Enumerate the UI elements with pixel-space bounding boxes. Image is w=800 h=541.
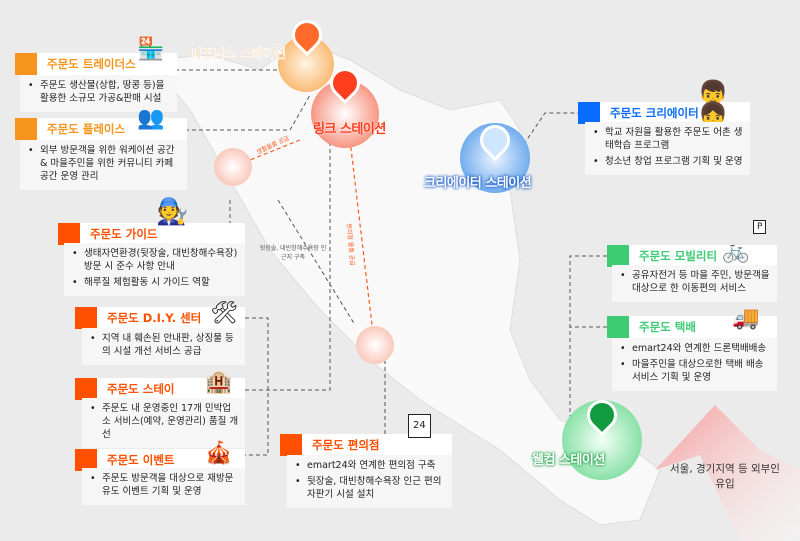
card-title: 주문도 D.I.Y. 센터 bbox=[97, 307, 245, 329]
list-item: 생태자연환경(뒷장술, 대빈창해수욕장) 방문 시 준수 사항 안내 bbox=[72, 247, 239, 273]
list-item: 주문도 생산물(상합, 땅콩 등)을 활용한 소규모 가공&판매 시설 bbox=[28, 79, 171, 105]
color-square bbox=[578, 102, 600, 124]
link-to-place-path bbox=[249, 139, 301, 161]
color-square bbox=[15, 53, 37, 75]
connector-route bbox=[277, 199, 356, 326]
list-item: 지역 내 훼손된 안내판, 상징물 등의 시설 개선 서비스 공급 bbox=[90, 332, 239, 358]
creator-station-label: 크리에이터 스테이션 bbox=[424, 176, 532, 191]
list-item: 청소년 창업 프로그램 기획 및 운영 bbox=[593, 155, 744, 168]
connector-creator bbox=[519, 112, 590, 151]
cafe-people-wifi-icon: 👥 bbox=[137, 106, 165, 131]
color-square bbox=[607, 245, 629, 267]
children-icon: 👦👧 bbox=[698, 79, 728, 129]
color-square bbox=[58, 223, 80, 245]
connector-place bbox=[185, 94, 311, 131]
hotel-icon: 🏨 bbox=[205, 370, 233, 395]
inflow-arrow bbox=[655, 405, 800, 541]
delivery-truck-icon: 🚚 bbox=[732, 306, 760, 331]
card-title: 주문도 편의점 bbox=[302, 434, 452, 456]
card-title: 주문도 이벤트 bbox=[97, 449, 245, 471]
list-item: 주문도 내 운영중인 17개 민박업소 서비스(예약, 운영관리) 품질 개선 bbox=[90, 402, 239, 441]
color-square bbox=[75, 378, 97, 400]
card-title: 주문도 가이드 bbox=[80, 223, 245, 245]
connector-mobility bbox=[569, 255, 607, 420]
list-item: 마을주민을 대상으로한 택배 배송 서비스 기획 및 운영 bbox=[620, 358, 771, 384]
vending-point-place[interactable] bbox=[214, 148, 252, 186]
card-title: 주문도 모빌리티 bbox=[629, 245, 777, 267]
card-title: 주문도 스테이 bbox=[97, 378, 245, 400]
list-item: 공유자전거 등 마을 주민, 방문객을 대상으로 한 이동편의 서비스 bbox=[620, 269, 771, 295]
market-stall-icon: 🏪 bbox=[137, 37, 165, 62]
list-item: 해루질 체험활동 시 가이드 역할 bbox=[72, 276, 239, 289]
color-square bbox=[280, 434, 302, 456]
card-title: 주문도 트레이더스 bbox=[37, 53, 177, 75]
guide-person-flag-icon: 🧑‍🔧 bbox=[156, 197, 189, 227]
link-to-store-path bbox=[349, 139, 373, 326]
card-body: 학교 자원을 활용한 주문도 어촌 생태학습 프로그램청소년 창업 프로그램 기… bbox=[585, 122, 750, 175]
list-item: 뒷장술, 대빈창해수욕장 인근 편의 자판기 시설 설치 bbox=[295, 475, 446, 501]
parking-sign-icon: P bbox=[753, 220, 767, 234]
store-route-label: 뒷장술, 대빈창해수욕장 인근지 구축 bbox=[259, 245, 327, 261]
list-item: 외부 방문객을 위한 워케이션 공간 & 마을주민을 위한 커뮤니티 카페 공간… bbox=[28, 144, 181, 183]
connector-diy bbox=[245, 317, 269, 456]
card-title: 주문도 크리에이터 bbox=[600, 102, 750, 124]
island-land bbox=[149, 39, 661, 526]
list-item: emart24와 연계한 편의점 구축 bbox=[295, 459, 446, 472]
card-body: 지역 내 훼손된 안내판, 상징물 등의 시설 개선 서비스 공급 bbox=[82, 328, 245, 365]
list-item: emart24와 연계한 드론택배배송 bbox=[620, 342, 771, 355]
color-square bbox=[15, 118, 37, 140]
color-square bbox=[75, 449, 97, 471]
list-item: 학교 자원을 활용한 주문도 어촌 생태학습 프로그램 bbox=[593, 126, 744, 152]
card-body: 주문도 방문객을 대상으로 재방문 유도 이벤트 기획 및 운영 bbox=[82, 468, 245, 505]
card-title: 주문도 택배 bbox=[629, 316, 777, 338]
wrench-hammer-icon: 🛠 bbox=[210, 301, 238, 326]
vending-point-store[interactable] bbox=[356, 326, 394, 364]
connector-stay bbox=[245, 140, 331, 391]
business-station-label: 비즈니스 스테이션 bbox=[190, 47, 287, 62]
card-body: 생태자연환경(뒷장술, 대빈창해수욕장) 방문 시 준수 사항 안내해루질 체험… bbox=[64, 243, 245, 296]
card-body: 주문도 내 운영중인 17개 민박업소 서비스(예약, 운영관리) 품질 개선 bbox=[82, 398, 245, 448]
bike-parking-icon: 🚲 bbox=[722, 239, 750, 264]
color-square bbox=[607, 316, 629, 338]
card-title: 주문도 플레이스 bbox=[37, 118, 187, 140]
color-square bbox=[75, 307, 97, 329]
link-station-label: 링크 스테이션 bbox=[313, 122, 386, 137]
card-body: emart24와 연계한 드론택배배송마을주민을 대상으로한 택배 배송 서비스… bbox=[612, 338, 777, 391]
welcome-station-label: 웰컴 스테이션 bbox=[532, 453, 605, 468]
card-body: 주문도 생산물(상합, 땅콩 등)을 활용한 소규모 가공&판매 시설 bbox=[20, 75, 177, 112]
list-item: 주문도 방문객을 대상으로 재방문 유도 이벤트 기획 및 운영 bbox=[90, 472, 239, 498]
store-24-icon: 24 bbox=[408, 414, 431, 438]
circus-tent-icon: 🎪 bbox=[205, 441, 233, 466]
card-body: 공유자전거 등 마을 주민, 방문객을 대상으로 한 이동편의 서비스 bbox=[612, 265, 777, 302]
card-body: emart24와 연계한 편의점 구축뒷장술, 대빈창해수욕장 인근 편의 자판… bbox=[287, 455, 452, 508]
inflow-text: 서울, 경기지역 등 외부인 유입 bbox=[670, 463, 780, 490]
card-body: 외부 방문객을 위한 워케이션 공간 & 마을주민을 위한 커뮤니티 카페 공간… bbox=[20, 140, 187, 190]
